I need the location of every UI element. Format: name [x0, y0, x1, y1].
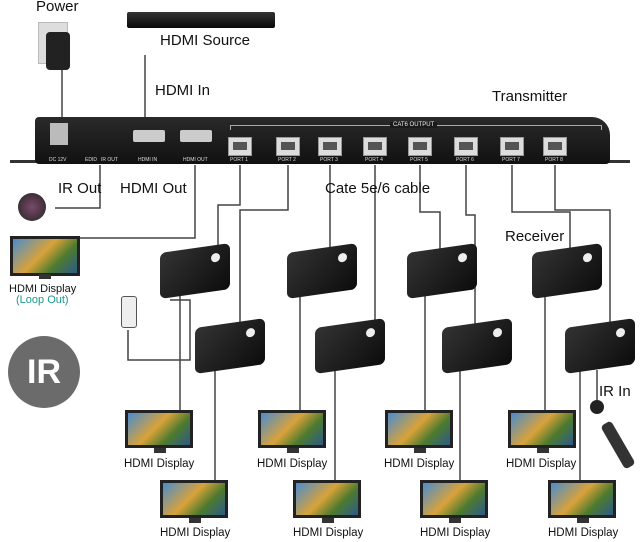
hdmi-display-label: HDMI Display: [506, 458, 577, 470]
ir-badge: IR: [8, 336, 80, 408]
power-label: Power: [36, 0, 79, 15]
port-label: PORT 3: [320, 157, 338, 163]
transmitter: DC 12V EDID IR OUT HDMI IN HDMI OUT CAT6…: [35, 117, 610, 164]
port-label: PORT 1: [230, 157, 248, 163]
hdmi-display: [160, 480, 228, 523]
hdmi-display: [258, 410, 326, 453]
receiver-2: [195, 318, 265, 374]
hdmi-in-port-label: HDMI IN: [138, 157, 158, 163]
hdmi-in-label: HDMI In: [155, 82, 211, 99]
edid-label: EDID: [85, 157, 97, 163]
receiver-3: [287, 243, 357, 299]
ir-receiver-icon: [590, 400, 604, 414]
hdmi-display: [548, 480, 616, 523]
receiver-1: [160, 243, 230, 299]
port-label: PORT 7: [502, 157, 520, 163]
port-label: PORT 4: [365, 157, 383, 163]
hdmi-display: [420, 480, 488, 523]
hdmi-out-port-label: HDMI OUT: [183, 157, 208, 163]
hdmi-display: [293, 480, 361, 523]
transmitter-label: Transmitter: [492, 88, 568, 105]
ir-in-label: IR In: [599, 383, 631, 400]
hdmi-source-label: HDMI Source: [160, 32, 251, 49]
receiver-6: [442, 318, 512, 374]
port-label: PORT 6: [456, 157, 474, 163]
port-label: PORT 5: [410, 157, 428, 163]
hdmi-display: [385, 410, 453, 453]
receiver-5: [407, 243, 477, 299]
ir-sensor-icon: [18, 193, 46, 221]
loop-display-label: HDMI Display: [9, 283, 77, 295]
hdmi-display-label: HDMI Display: [548, 527, 619, 539]
receiver-7: [532, 243, 602, 299]
hdmi-source-device: [127, 12, 275, 28]
power-adapter-icon: [46, 32, 70, 70]
cat6-output-label: CAT6 OUTPUT: [390, 122, 438, 128]
hdmi-display-label: HDMI Display: [293, 527, 364, 539]
ir-out-label: IR OUT: [101, 157, 118, 163]
hdmi-display: [508, 410, 576, 453]
receiver-8: [565, 318, 635, 374]
dc-port-label: DC 12V: [49, 157, 67, 163]
ir-emitter-icon: [121, 296, 137, 328]
ir-out-label: IR Out: [58, 180, 102, 197]
receiver-label: Receiver: [505, 228, 565, 245]
hdmi-display: [125, 410, 193, 453]
loop-out-display: [10, 236, 80, 279]
port-label: PORT 8: [545, 157, 563, 163]
receiver-4: [315, 318, 385, 374]
port-label: PORT 2: [278, 157, 296, 163]
hdmi-display-label: HDMI Display: [160, 527, 231, 539]
hdmi-display-label: HDMI Display: [124, 458, 195, 470]
cable-label: Cate 5e/6 cable: [325, 180, 431, 197]
hdmi-display-label: HDMI Display: [384, 458, 455, 470]
hdmi-display-label: HDMI Display: [420, 527, 491, 539]
hdmi-out-label: HDMI Out: [120, 180, 187, 197]
hdmi-display-label: HDMI Display: [257, 458, 328, 470]
loop-out-label: (Loop Out): [16, 294, 69, 306]
